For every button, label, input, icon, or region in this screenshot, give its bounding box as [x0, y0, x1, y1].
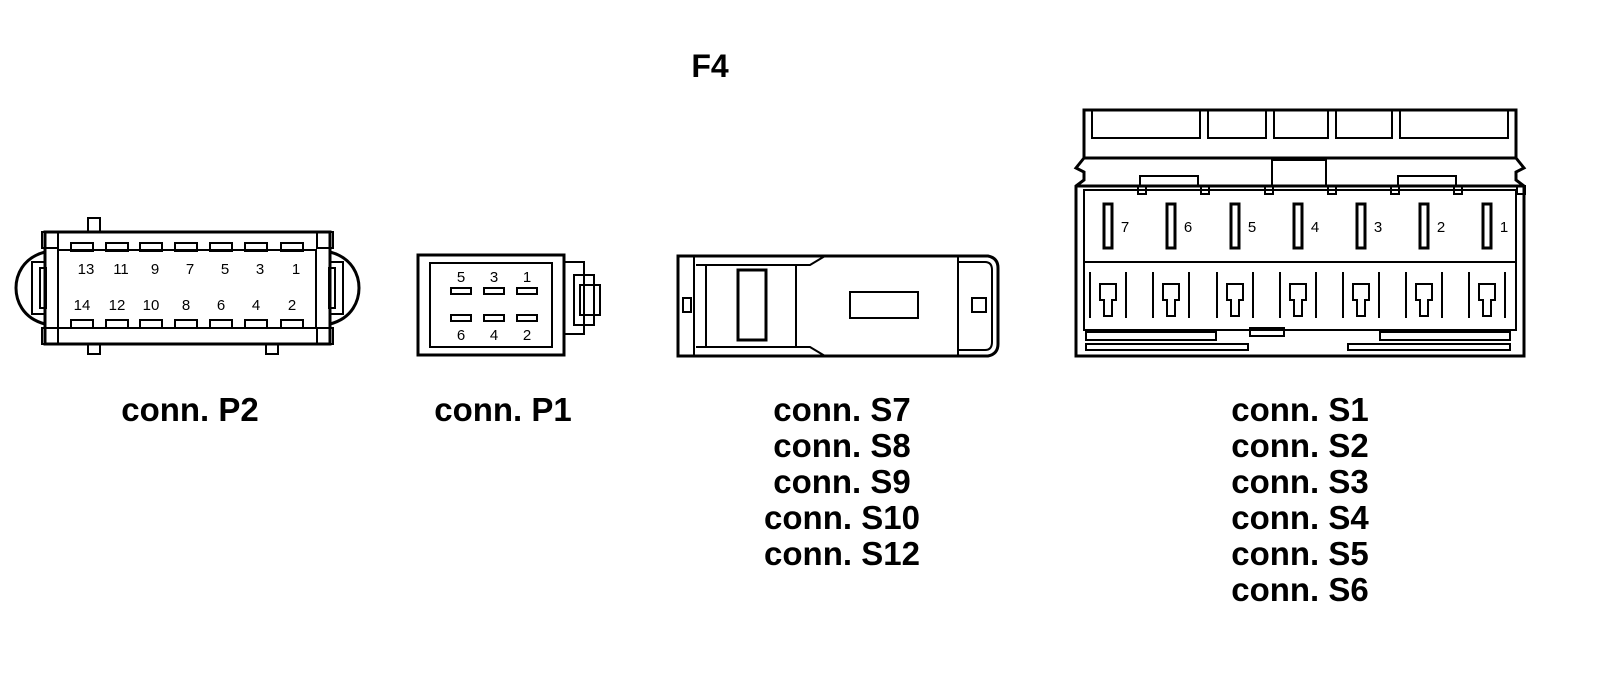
pin-slot	[244, 319, 268, 329]
pin-number-label: 3	[256, 261, 264, 278]
pin-number-label: 7	[186, 261, 194, 278]
pin-slot	[209, 319, 233, 329]
pin-slot	[483, 287, 505, 295]
pin-latch	[1152, 272, 1190, 318]
caption-line: conn. S4	[1231, 499, 1369, 536]
caption-line: conn. S1	[1231, 391, 1369, 428]
housing-tab	[1453, 185, 1463, 195]
pin-slot	[450, 287, 472, 295]
pin-latch	[1468, 272, 1506, 318]
pin-slot	[280, 319, 304, 329]
connector-s7-s12-drawing	[676, 254, 1000, 358]
caption-conn-p1: conn. P1	[403, 392, 603, 428]
pin-number-label: 1	[292, 261, 300, 278]
pin-number-label: 9	[151, 261, 159, 278]
pin-slot	[105, 242, 129, 252]
pin-number-label: 2	[288, 297, 296, 314]
pin-slot	[1165, 202, 1177, 250]
housing-tab	[1516, 185, 1526, 195]
pin-number-label: 10	[143, 297, 160, 314]
pin-slot	[516, 287, 538, 295]
pin-latch	[1405, 272, 1443, 318]
pin-slot	[174, 242, 198, 252]
pin-latch	[1279, 272, 1317, 318]
pin-slot	[483, 314, 505, 322]
pin-number-label: 11	[113, 261, 129, 278]
caption-line: conn. P1	[434, 391, 572, 428]
pin-number-label: 1	[1500, 219, 1508, 236]
pin-number-label: 6	[457, 327, 465, 344]
pin-slot	[1292, 202, 1304, 250]
caption-line: conn. S8	[773, 427, 911, 464]
pin-number-label: 3	[1374, 219, 1382, 236]
pin-number-label: 2	[523, 327, 531, 344]
caption-line: conn. S3	[1231, 463, 1369, 500]
pin-number-label: 5	[221, 261, 229, 278]
connector-p2-drawing	[14, 217, 361, 355]
caption-conn-s7-s12: conn. S7 conn. S8 conn. S9 conn. S10 con…	[742, 392, 942, 572]
pin-slot	[1102, 202, 1114, 250]
caption-line: conn. S12	[764, 535, 920, 572]
pin-number-label: 7	[1121, 219, 1129, 236]
pin-latch	[1216, 272, 1254, 318]
pin-slot	[1229, 202, 1241, 250]
connector-p1-drawing	[416, 253, 601, 357]
pin-number-label: 12	[109, 297, 126, 314]
connector-s1-s6-drawing	[1073, 108, 1527, 358]
housing-tab	[1327, 185, 1337, 195]
caption-line: conn. S2	[1231, 427, 1369, 464]
pin-slot	[244, 242, 268, 252]
pin-slot	[105, 319, 129, 329]
pin-number-label: 4	[1311, 219, 1319, 236]
pin-slot	[1355, 202, 1367, 250]
pin-slot	[139, 242, 163, 252]
housing-tab	[1200, 185, 1210, 195]
pin-number-label: 8	[182, 297, 190, 314]
pin-number-label: 14	[74, 297, 91, 314]
pin-slot	[139, 319, 163, 329]
caption-line: conn. S9	[773, 463, 911, 500]
caption-line: conn. S5	[1231, 535, 1369, 572]
pin-slot	[516, 314, 538, 322]
pin-slot	[70, 319, 94, 329]
pin-slot	[1418, 202, 1430, 250]
pin-number-label: 5	[457, 269, 465, 286]
pin-latch	[1089, 272, 1127, 318]
housing-tab	[1137, 185, 1147, 195]
pin-slot	[280, 242, 304, 252]
housing-tab	[1390, 185, 1400, 195]
pin-number-label: 4	[490, 327, 498, 344]
pin-number-label: 6	[217, 297, 225, 314]
pin-slot	[1481, 202, 1493, 250]
pin-number-label: 6	[1184, 219, 1192, 236]
pin-slot	[174, 319, 198, 329]
pin-number-label: 13	[78, 261, 95, 278]
pin-latch	[1342, 272, 1380, 318]
caption-line: conn. P2	[121, 391, 259, 428]
housing-tab	[1264, 185, 1274, 195]
pin-slot	[450, 314, 472, 322]
pin-number-label: 3	[490, 269, 498, 286]
pin-number-label: 4	[252, 297, 260, 314]
caption-line: conn. S7	[773, 391, 911, 428]
pin-number-label: 2	[1437, 219, 1445, 236]
figure-title: F4	[691, 48, 729, 84]
pin-slot	[209, 242, 233, 252]
caption-line: conn. S6	[1231, 571, 1369, 608]
caption-line: conn. S10	[764, 499, 920, 536]
pin-number-label: 5	[1248, 219, 1256, 236]
pin-slot	[70, 242, 94, 252]
caption-conn-p2: conn. P2	[90, 392, 290, 428]
caption-conn-s1-s6: conn. S1 conn. S2 conn. S3 conn. S4 conn…	[1200, 392, 1400, 608]
pin-number-label: 1	[523, 269, 531, 286]
